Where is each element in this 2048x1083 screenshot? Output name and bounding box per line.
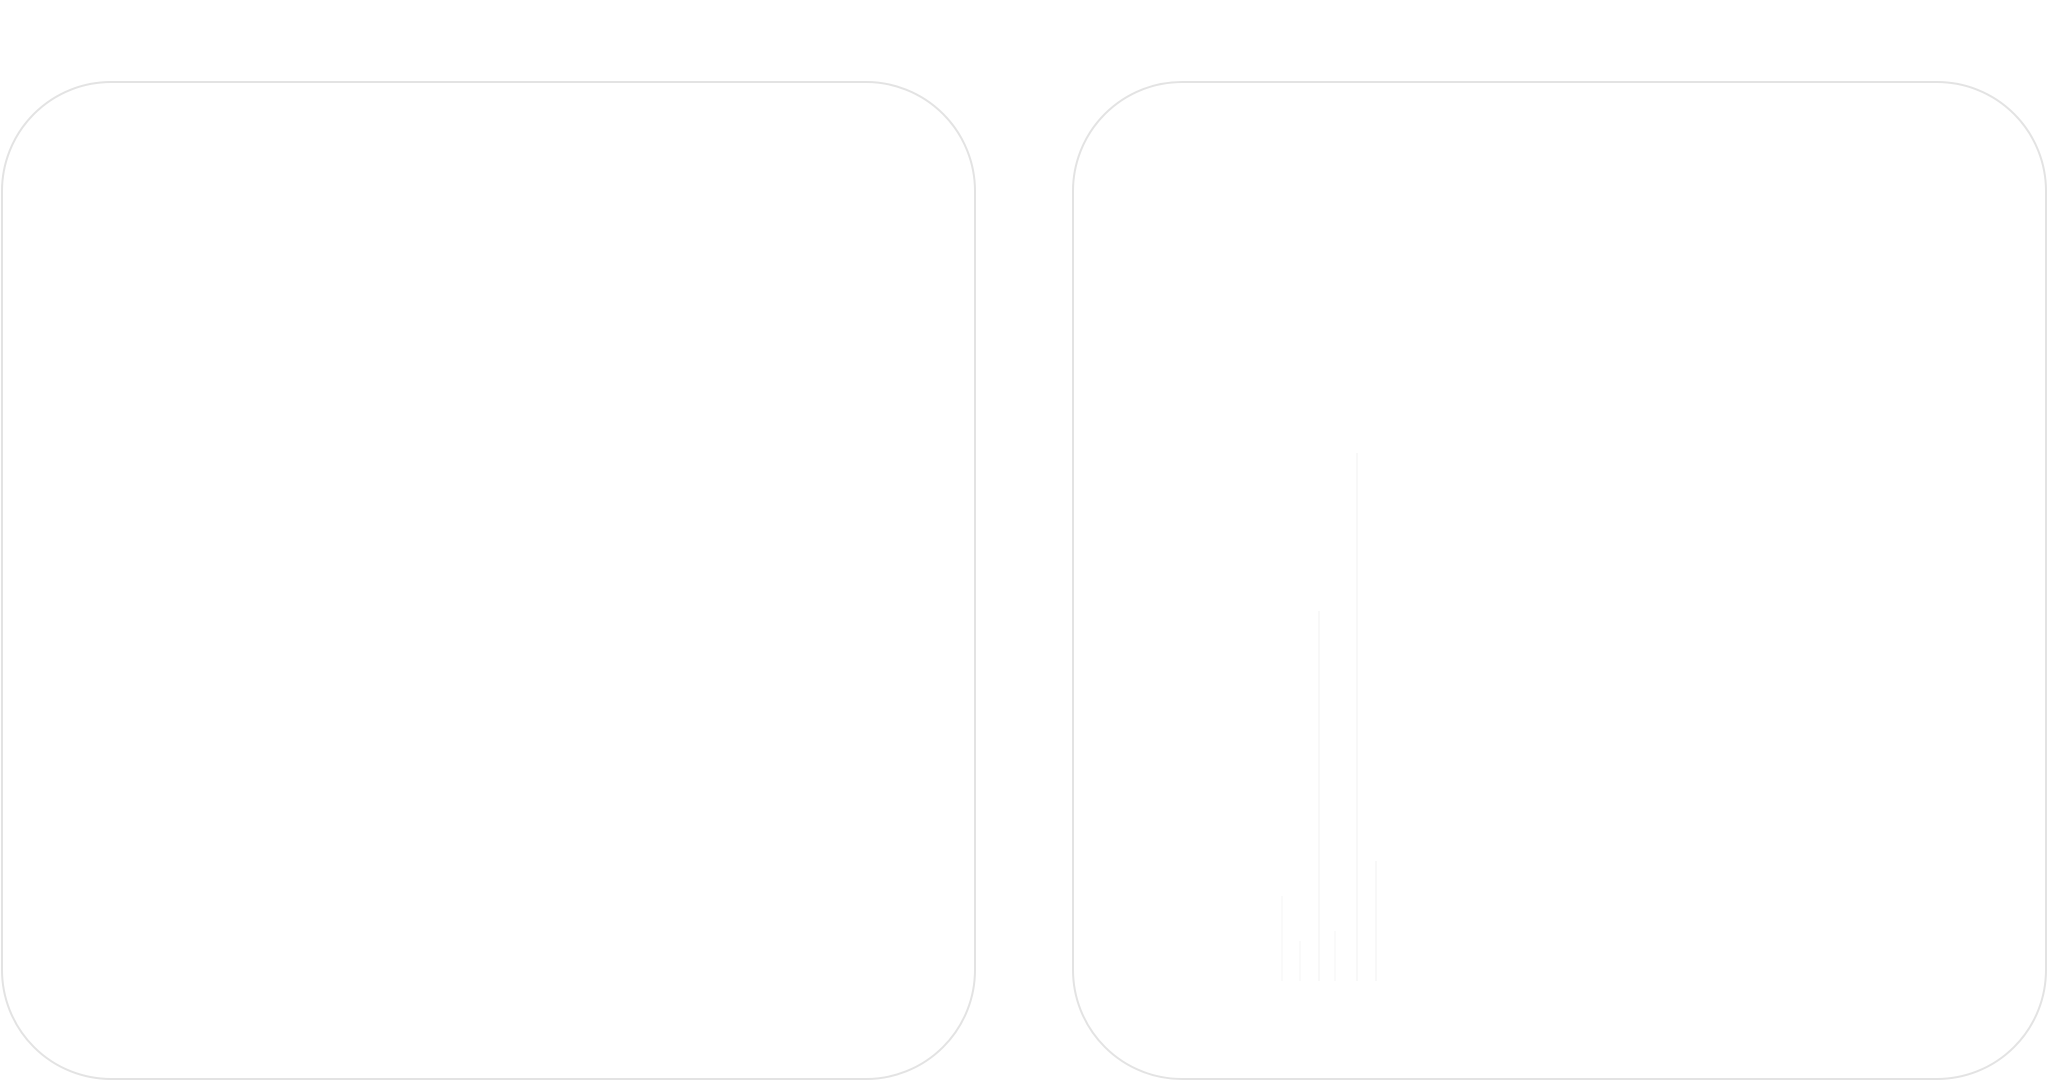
- faint-vertical-lines: [1281, 453, 1377, 981]
- right-panel: [1072, 81, 2047, 1080]
- left-panel: [1, 81, 976, 1080]
